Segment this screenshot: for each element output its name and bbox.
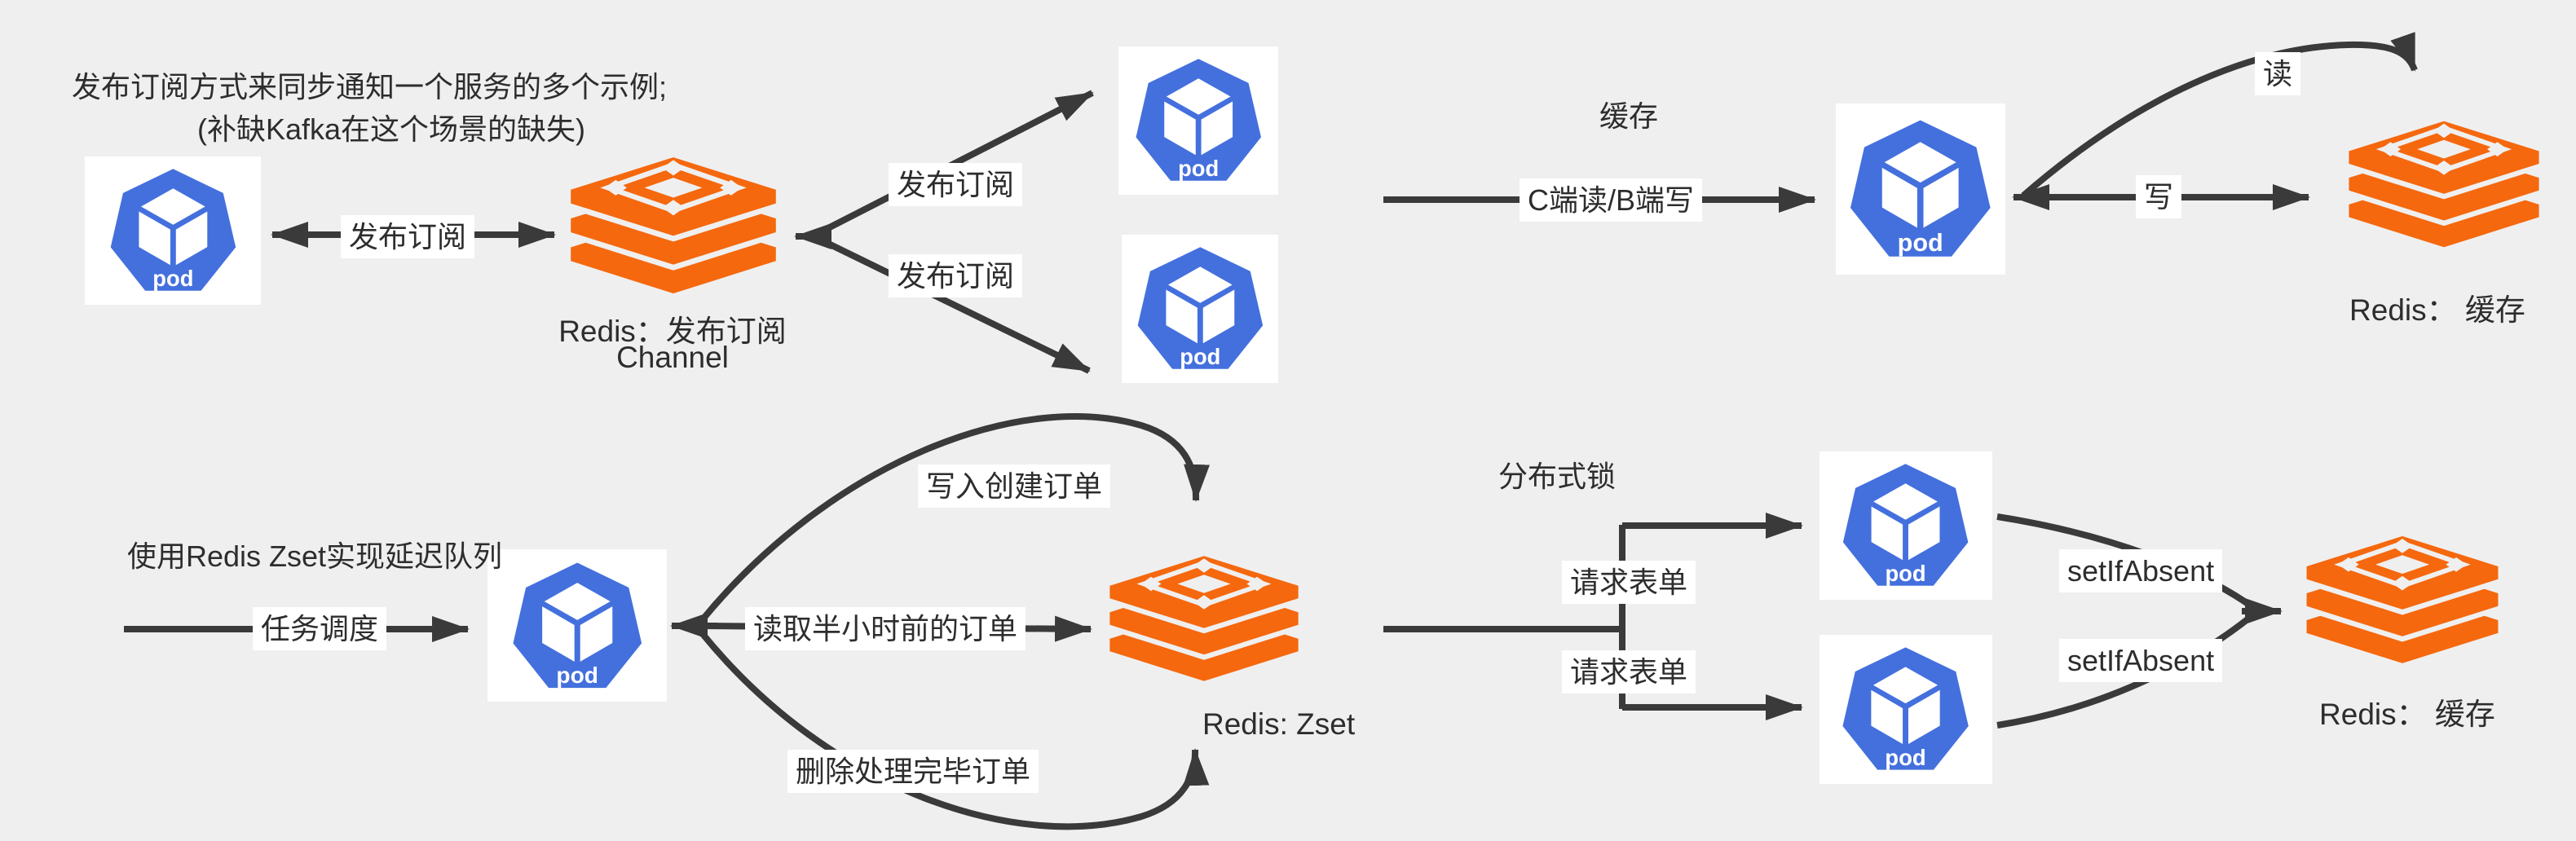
cache-edge-write-label: 写: [2136, 175, 2182, 219]
edge-delay-delete-curve: [699, 632, 1210, 830]
kubernetes-pod-icon: [1826, 639, 1985, 779]
redis-icon: [2299, 526, 2506, 681]
kubernetes-pod-icon: [92, 161, 254, 300]
redis-icon: [562, 150, 784, 310]
pubsub-edge-label-top: 发布订阅: [889, 163, 1023, 207]
delay-redis: [1102, 544, 1306, 701]
delay-edge-read-label: 读取半小时前的订单: [745, 607, 1026, 651]
pubsub-pod-bottom: [1122, 235, 1278, 383]
pubsub-title-line1: 发布订阅方式来同步通知一个服务的多个示例;: [72, 70, 668, 103]
delay-queue-title: 使用Redis Zset实现延迟队列: [127, 539, 503, 573]
cache-edge-read-label: 读: [2255, 52, 2301, 96]
cache-redis-caption: Redis： 缓存: [2349, 293, 2525, 327]
edge-pubsub-redis-pod-bottom: [818, 236, 1091, 374]
kubernetes-pod-icon: [1842, 108, 1998, 269]
delay-edge-write-label: 写入创建订单: [918, 465, 1111, 509]
cache-redis: [2341, 106, 2547, 271]
pubsub-pod-top: [1118, 46, 1278, 195]
delay-edge-in-label: 任务调度: [253, 607, 387, 651]
redis-icon: [1102, 544, 1306, 701]
lock-pod-bottom: [1820, 635, 1992, 784]
delay-pod: [487, 549, 667, 702]
lock-branch-top-label: 请求表单: [1562, 561, 1696, 605]
kubernetes-pod-icon: [1125, 51, 1272, 190]
lock-title: 分布式锁: [1498, 460, 1617, 493]
edge-delay-write-curve: [699, 413, 1211, 622]
lock-redis: [2299, 526, 2506, 681]
pubsub-redis: [562, 150, 784, 310]
cache-pod: [1836, 103, 2005, 275]
lock-branch-bottom-label: 请求表单: [1562, 650, 1696, 694]
lock-redis-caption: Redis： 缓存: [2319, 698, 2495, 731]
kubernetes-pod-icon: [1826, 456, 1985, 595]
redis-icon: [2341, 106, 2547, 271]
pubsub-edge-label-bottom: 发布订阅: [889, 254, 1023, 298]
lock-pod-top: [1820, 451, 1992, 600]
pubsub-edge-label: 发布订阅: [341, 215, 475, 259]
pubsub-pod-left: [85, 156, 261, 305]
cache-title: 缓存: [1599, 99, 1659, 133]
edge-pubsub-redis-pod-top: [818, 90, 1094, 236]
pubsub-redis-caption-line1: Redis：发布订阅: [558, 315, 787, 348]
pubsub-title-line2: (补缺Kafka在这个场景的缺失): [196, 112, 586, 146]
pubsub-redis-caption-line2: Channel: [616, 341, 729, 374]
delay-edge-delete-label: 删除处理完毕订单: [787, 750, 1039, 794]
delay-redis-caption: Redis: Zset: [1202, 707, 1356, 741]
kubernetes-pod-icon: [1128, 239, 1273, 378]
lock-set-top-label: setIfAbsent: [2059, 549, 2223, 593]
lock-set-bottom-label: setIfAbsent: [2059, 639, 2223, 683]
kubernetes-pod-icon: [495, 554, 659, 698]
cache-edge-in-label: C端读/B端写: [1520, 178, 1703, 222]
